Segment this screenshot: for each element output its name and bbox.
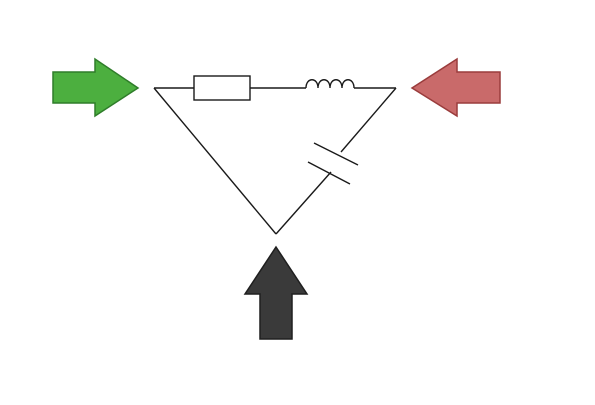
resistor-icon (193, 75, 251, 101)
circuit-wires (153, 75, 397, 235)
inductor-icon (305, 79, 355, 89)
arrow-right-icon (52, 57, 140, 118)
capacitor-icon (307, 142, 359, 185)
wire-right-edge-upper (340, 87, 397, 153)
arrow-up-icon (243, 245, 309, 340)
arrow-left-icon (410, 57, 501, 118)
wire-left-edge (153, 87, 277, 235)
wire-right-edge-lower (275, 171, 332, 235)
